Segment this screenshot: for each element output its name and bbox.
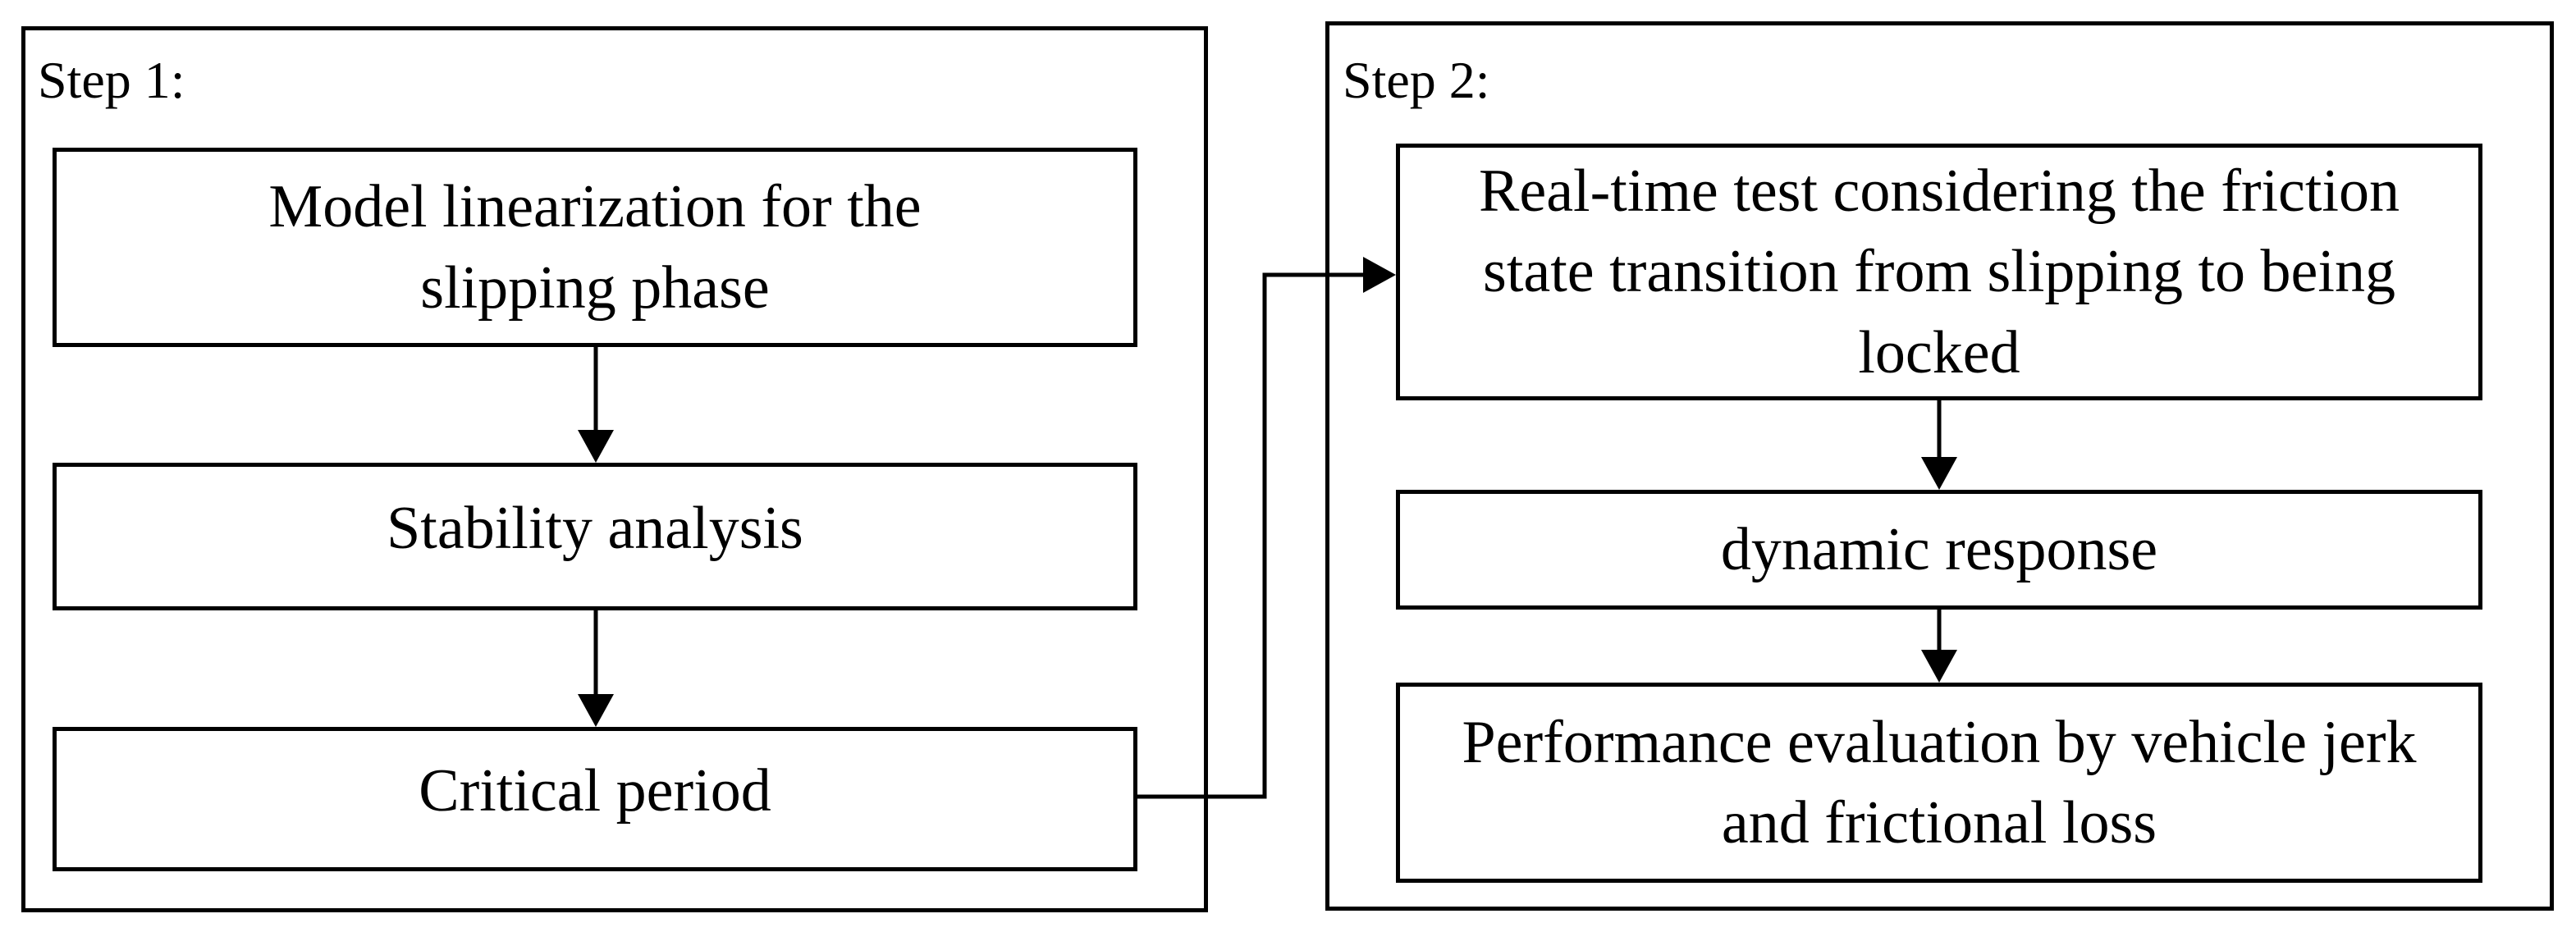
node-performance-evaluation: Performance evaluation by vehicle jerk a… (1396, 683, 2482, 883)
node-model-linearization: Model linearization for the slipping pha… (53, 148, 1137, 347)
node-critical-period: Critical period (53, 727, 1137, 871)
step1-label: Step 1: (38, 51, 185, 109)
step2-label: Step 2: (1343, 51, 1490, 109)
node-stability-analysis: Stability analysis (53, 463, 1137, 610)
node-dynamic-response: dynamic response (1396, 490, 2482, 610)
node-real-time-test: Real-time test considering the friction … (1396, 144, 2482, 400)
